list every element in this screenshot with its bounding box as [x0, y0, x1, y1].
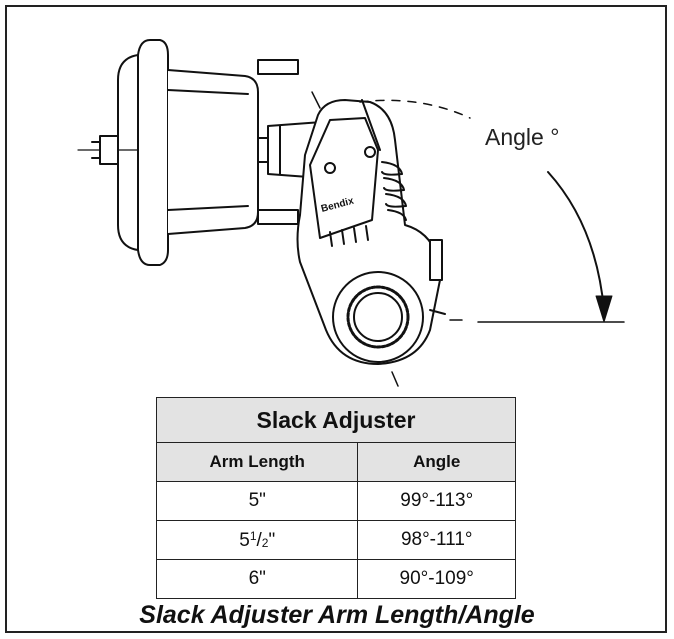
table-title: Slack Adjuster — [156, 397, 516, 443]
slack-adjuster-arm — [296, 99, 446, 365]
angle-cell: 98°-111° — [357, 520, 516, 560]
angle-arrowhead — [595, 295, 613, 323]
column-header-angle: Angle — [357, 442, 516, 482]
arm-length-cell: 5" — [155, 481, 359, 521]
angle-cell: 99°-113° — [357, 481, 516, 521]
table-row: 6" 90°-109° — [155, 559, 516, 599]
figure-caption: Slack Adjuster Arm Length/Angle — [139, 601, 535, 629]
angle-arc — [547, 171, 605, 311]
arm-length-cell: 6" — [155, 559, 359, 599]
brake-chamber — [91, 39, 299, 266]
angle-label: Angle ° — [485, 124, 560, 150]
reference-mark-bottom — [391, 371, 399, 387]
reference-mark-top — [311, 91, 321, 109]
table-row: 5" 99°-113° — [155, 481, 516, 521]
angle-arc-dashed — [359, 99, 471, 119]
table-row: 51/2" 98°-111° — [155, 520, 516, 560]
arm-length-cell: 51/2" — [155, 520, 359, 560]
angle-cell: 90°-109° — [357, 559, 516, 599]
column-header-arm-length: Arm Length — [155, 442, 359, 482]
splined-gear-ring — [332, 271, 424, 363]
slack-adjuster-table: Slack Adjuster Arm Length Angle 5" 99°-1… — [155, 397, 516, 599]
